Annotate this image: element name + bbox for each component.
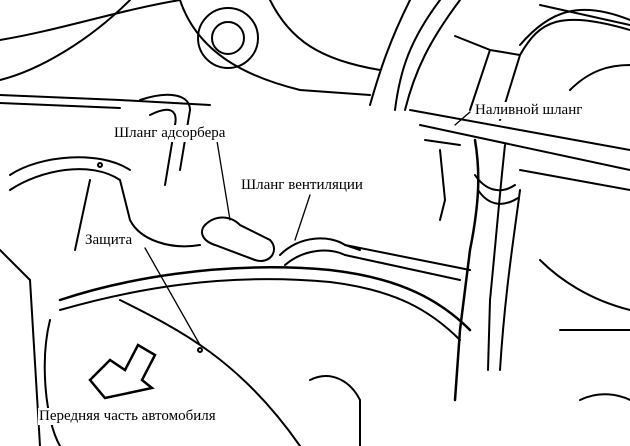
label-shield: Защита: [84, 232, 134, 249]
label-vent-hose: Шланг вентиляции: [240, 177, 364, 194]
front-direction-arrow: [88, 343, 157, 400]
plug-circle: [197, 7, 259, 69]
label-adsorber-hose: Шланг адсорбера: [113, 125, 227, 142]
label-filler-hose: Наливной шланг: [474, 102, 584, 119]
label-front: Передняя часть автомобиля: [38, 408, 217, 425]
adsorber-hose-clamp: [201, 216, 275, 262]
